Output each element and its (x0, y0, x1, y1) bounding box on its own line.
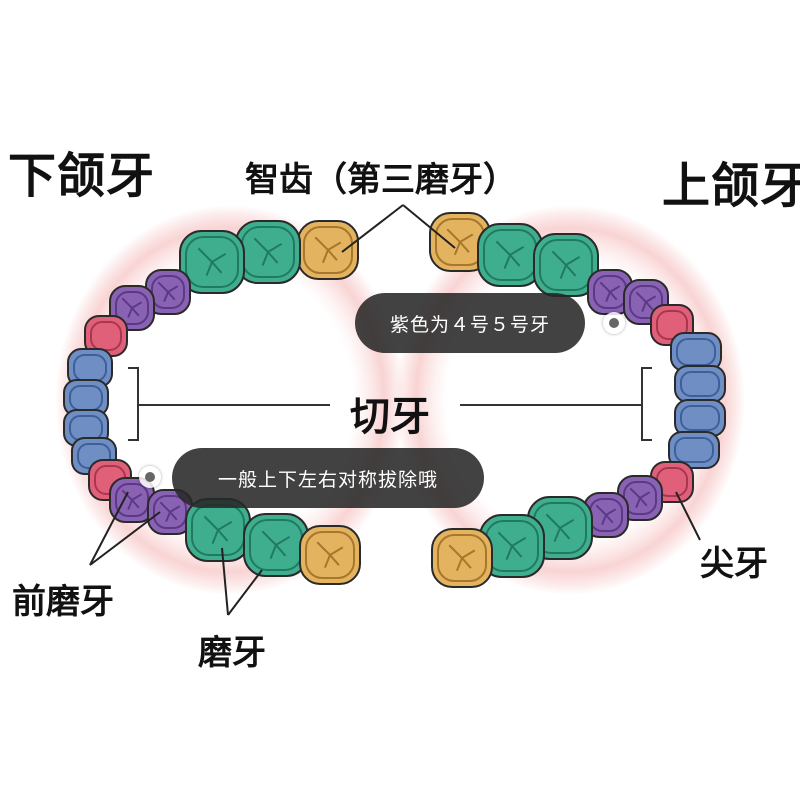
molar-tooth (185, 498, 251, 562)
incisor-label: 切牙 (350, 394, 430, 440)
incisor-tooth (63, 379, 109, 417)
incisor-tooth (67, 348, 113, 388)
wisdom-tooth (299, 525, 361, 585)
molar-tooth (235, 220, 301, 284)
molar-tooth (477, 223, 543, 287)
pointer-lines (89, 204, 701, 616)
incisor-tooth (668, 431, 720, 469)
premolar-tooth (583, 492, 629, 538)
molar-tooth (533, 233, 599, 297)
upper-jaw-label: 上颌牙 (662, 158, 800, 214)
tag-anchor-dot[interactable] (603, 312, 625, 334)
teeth-layer (63, 212, 726, 588)
tag-anchor-dot[interactable] (139, 466, 161, 488)
lower-jaw-label: 下颌牙 (8, 148, 156, 204)
wisdom-tooth-label: 智齿（第三磨牙） (245, 160, 517, 200)
wisdom-tooth (431, 528, 493, 588)
molar-label: 磨牙 (198, 633, 266, 673)
canine-label: 尖牙 (700, 544, 768, 584)
incisor-brackets (128, 367, 652, 441)
wisdom-tooth (297, 220, 359, 280)
premolar-tooth (145, 269, 191, 315)
premolar-label: 前磨牙 (12, 582, 114, 622)
molar-tooth (179, 230, 245, 294)
incisor-tooth (674, 399, 726, 437)
premolar-tooth (147, 489, 193, 535)
purple-teeth-tag[interactable]: 紫色为４号５号牙 (355, 293, 585, 353)
incisor-tooth (674, 365, 726, 403)
extraction-tag[interactable]: 一般上下左右对称拔除哦 (172, 448, 484, 508)
molar-tooth (243, 513, 309, 577)
